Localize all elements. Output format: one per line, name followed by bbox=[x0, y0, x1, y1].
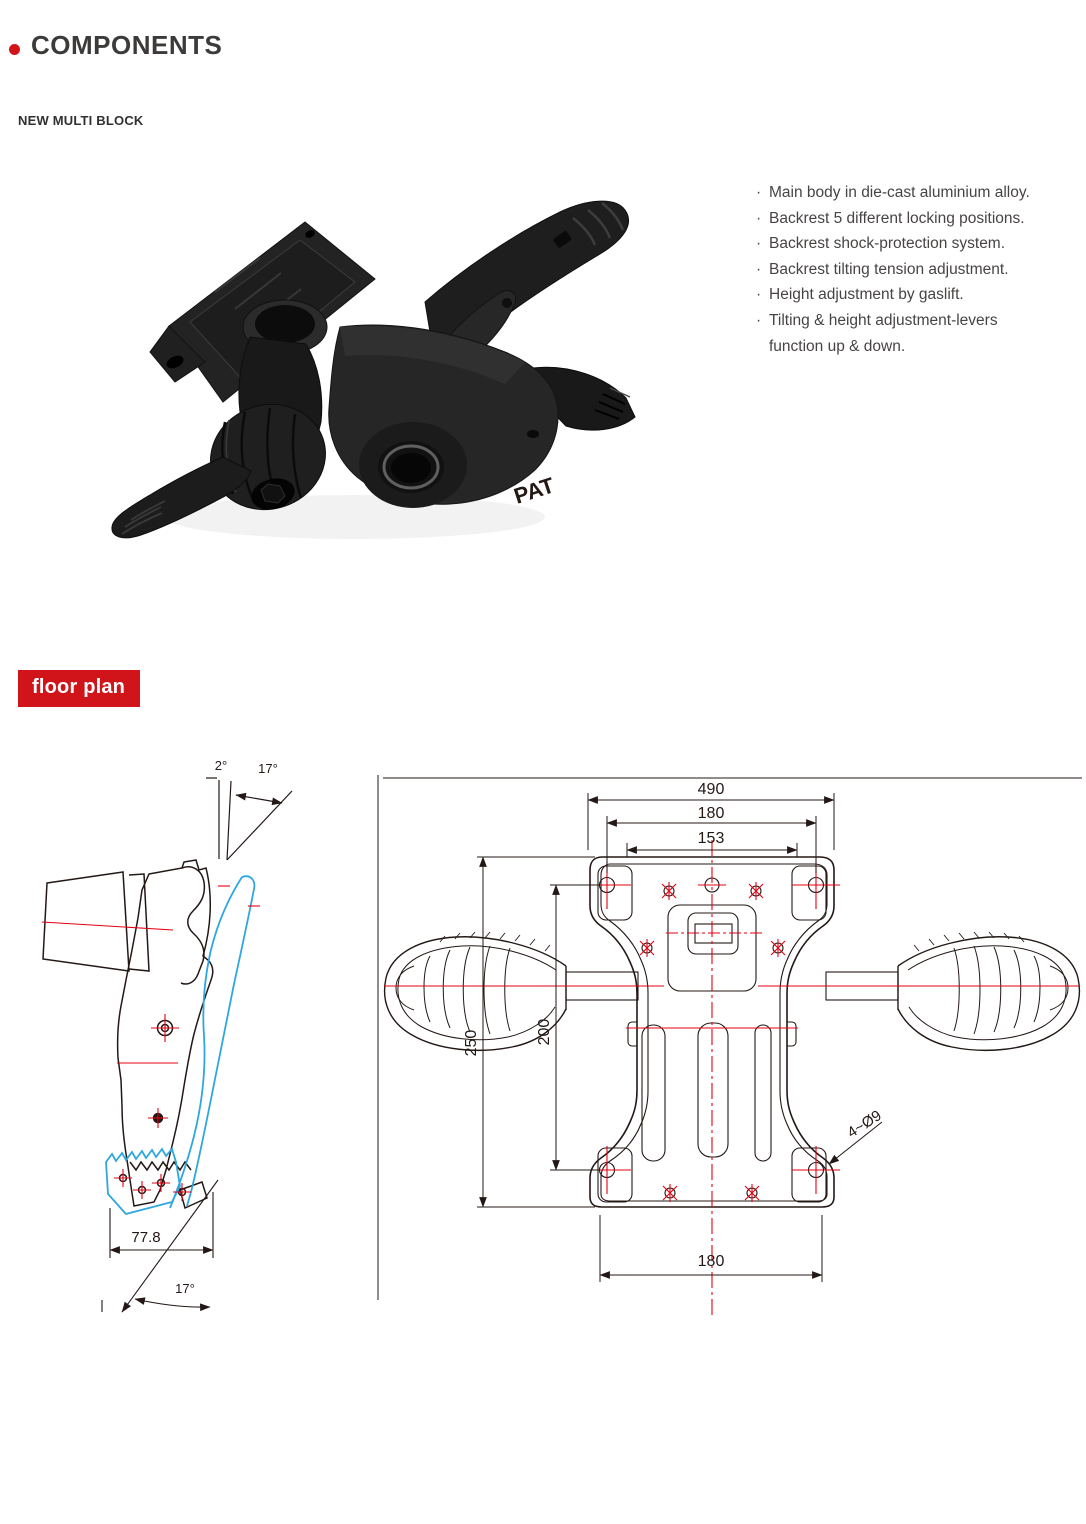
feature-item: · Tilting & height adjustment-levers bbox=[756, 308, 1056, 334]
feature-item: · Main body in die-cast aluminium alloy. bbox=[756, 180, 1056, 206]
side-angle-17-bottom-label: 17° bbox=[175, 1281, 195, 1296]
dim-490-label: 490 bbox=[698, 781, 725, 798]
feature-text: Backrest shock-protection system. bbox=[769, 235, 1006, 253]
side-angle-2-label: 2° bbox=[215, 758, 227, 773]
top-centerlines bbox=[384, 840, 1080, 1318]
side-view-drawing: 2° 17° bbox=[41, 758, 293, 1313]
photo-shadow bbox=[165, 495, 545, 539]
feature-list: · Main body in die-cast aluminium alloy.… bbox=[756, 180, 1056, 359]
side-width-label: 77.8 bbox=[131, 1229, 160, 1246]
side-bottom-angle bbox=[101, 1179, 219, 1313]
top-dimensions bbox=[477, 793, 883, 1282]
feature-bullet: · bbox=[756, 311, 762, 329]
feature-text: Main body in die-cast aluminium alloy. bbox=[769, 184, 1030, 201]
side-angle-reference bbox=[206, 777, 293, 861]
side-blue-overlay bbox=[105, 875, 256, 1216]
feature-bullet: · bbox=[756, 260, 762, 278]
photo-body: PAT bbox=[328, 324, 559, 509]
feature-item: · Backrest 5 different locking positions… bbox=[756, 206, 1056, 232]
top-plate-outline bbox=[589, 856, 835, 1208]
dim-200-label: 200 bbox=[536, 1019, 553, 1046]
feature-text: Tilting & height adjustment-levers bbox=[769, 311, 998, 329]
top-view-drawing: 490 180 153 250 200 180 4~Ø9 bbox=[377, 775, 1082, 1318]
feature-bullet: · bbox=[756, 184, 762, 201]
dim-180-top-label: 180 bbox=[698, 805, 725, 822]
dim-250-label: 250 bbox=[463, 1030, 480, 1057]
feature-item: · Backrest tilting tension adjustment. bbox=[756, 257, 1056, 283]
feature-text: Height adjustment by gaslift. bbox=[769, 286, 964, 304]
side-width-dimension bbox=[109, 1192, 214, 1258]
top-frame-lines bbox=[377, 775, 1082, 1300]
feature-bullet: · bbox=[756, 286, 762, 304]
page-title: COMPONENTS bbox=[31, 30, 223, 60]
feature-item: function up & down. bbox=[756, 334, 1056, 360]
feature-text: Backrest tilting tension adjustment. bbox=[769, 260, 1009, 278]
photo-lower-lever bbox=[111, 456, 252, 539]
feature-text: function up & down. bbox=[769, 337, 906, 355]
feature-bullet: · bbox=[756, 235, 762, 253]
side-angle-17-top-label: 17° bbox=[258, 761, 278, 776]
product-photo: PAT bbox=[111, 200, 636, 539]
red-bullet-icon bbox=[9, 44, 20, 55]
side-body-outline bbox=[42, 859, 214, 1210]
feature-text: Backrest 5 different locking positions. bbox=[769, 209, 1025, 227]
feature-bullet: · bbox=[756, 209, 762, 227]
dim-153-label: 153 bbox=[698, 830, 725, 847]
side-centerlines bbox=[41, 885, 260, 1201]
feature-bullet bbox=[756, 334, 769, 360]
feature-item: · Backrest shock-protection system. bbox=[756, 231, 1056, 257]
floor-plan-badge: floor plan bbox=[18, 670, 141, 707]
product-name: NEW MULTI BLOCK bbox=[18, 113, 144, 128]
dim-180-bottom-label: 180 bbox=[698, 1253, 725, 1270]
feature-item: · Height adjustment by gaslift. bbox=[756, 282, 1056, 308]
